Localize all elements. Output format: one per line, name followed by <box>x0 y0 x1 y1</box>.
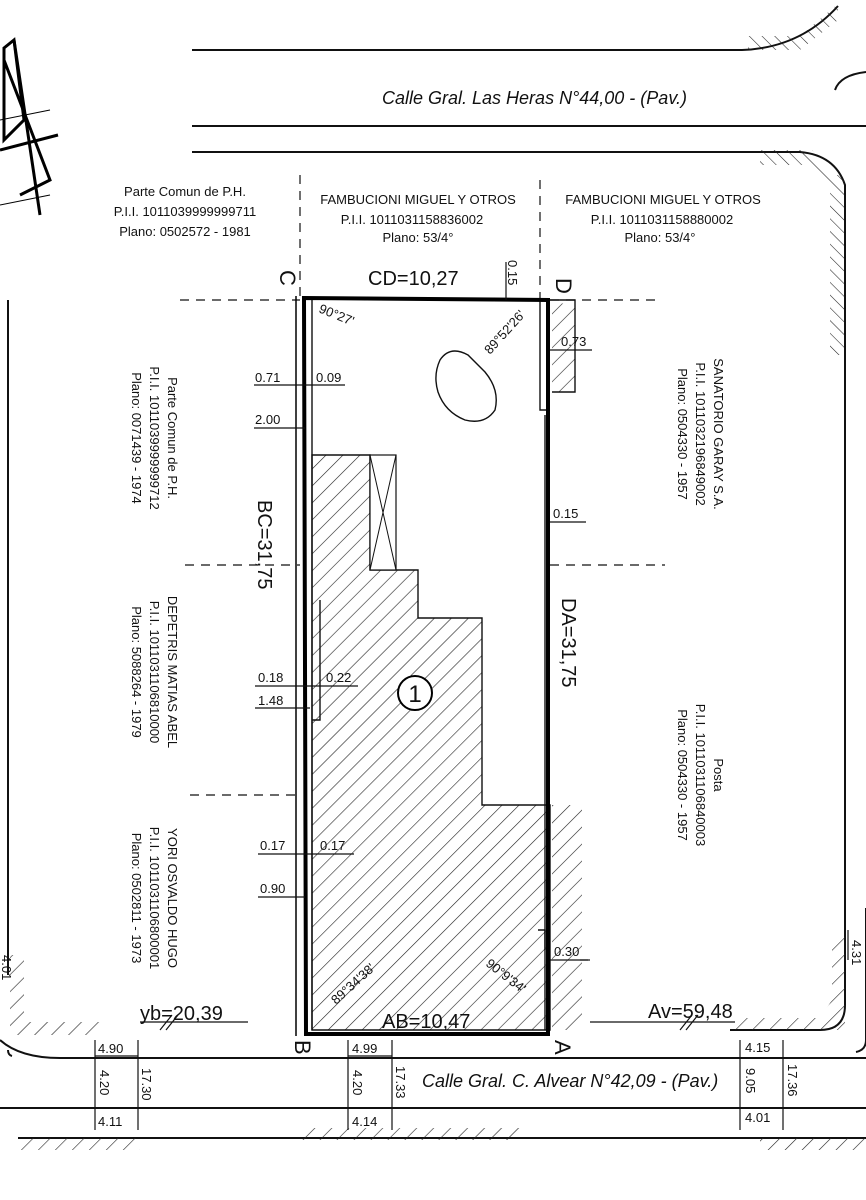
svg-text:SANATORIO GARAY S.A.: SANATORIO GARAY S.A. <box>711 358 726 509</box>
offset-018: 0.18 <box>258 670 283 685</box>
side-bc: BC=31,75 <box>253 500 275 590</box>
offset-d-right: 0.73 <box>561 334 586 349</box>
owner-west-1: Parte Comun de P.H. P.I.I. 1011039999999… <box>129 366 180 509</box>
svg-text:P.I.I. 1011032196849002: P.I.I. 1011032196849002 <box>693 362 708 505</box>
sw-r-905: 9.05 <box>743 1068 758 1093</box>
vertex-d: D <box>551 278 576 294</box>
svg-text:Posta: Posta <box>711 758 726 792</box>
curb-hatch-ne <box>748 4 844 355</box>
svg-text:Plano: 0504330 - 1957: Plano: 0504330 - 1957 <box>675 368 690 500</box>
owner-north-mid: FAMBUCIONI MIGUEL Y OTROS P.I.I. 1011031… <box>320 192 516 245</box>
offset-017b: 0.17 <box>320 838 345 853</box>
svg-text:Parte Comun de P.H.: Parte Comun de P.H. <box>124 184 246 199</box>
side-da: DA=31,75 <box>557 598 579 688</box>
svg-text:P.I.I. 1011031158836002: P.I.I. 1011031158836002 <box>341 212 483 227</box>
svg-text:Plano: 53/4°: Plano: 53/4° <box>625 230 696 245</box>
owner-west-2: DEPETRIS MATIAS ABEL P.I.I. 101103110681… <box>129 596 180 748</box>
vertex-a: A <box>550 1040 575 1055</box>
sw-m-414: 4.14 <box>352 1114 377 1129</box>
north-street-lines <box>192 5 866 905</box>
street-north-label: Calle Gral. Las Heras N°44,00 - (Pav.) <box>382 88 687 108</box>
angle-c: 90°27' <box>317 301 357 329</box>
offset-148: 1.48 <box>258 693 283 708</box>
sw-m-1733: 17.33 <box>393 1066 408 1099</box>
offset-east-015: 0.15 <box>553 506 578 521</box>
svg-text:Plano: 53/4°: Plano: 53/4° <box>383 230 454 245</box>
svg-text:P.I.I. 1011031106810000: P.I.I. 1011031106810000 <box>147 601 162 743</box>
side-ab: AB=10,47 <box>382 1011 470 1033</box>
vertex-b: B <box>290 1040 315 1055</box>
svg-text:Plano: 5088264 - 1979: Plano: 5088264 - 1979 <box>129 606 144 738</box>
svg-text:P.I.I. 1011031106800001: P.I.I. 1011031106800001 <box>147 827 162 969</box>
offset-022: 0.22 <box>326 670 351 685</box>
owner-east-1: SANATORIO GARAY S.A. P.I.I. 101103219684… <box>675 358 726 509</box>
svg-text:P.I.I. 1011031106840003: P.I.I. 1011031106840003 <box>693 704 708 846</box>
north-arrow-icon <box>0 37 59 216</box>
sw-l-1730: 17.30 <box>139 1068 154 1101</box>
sw-edge-left: 4.01 <box>0 955 14 980</box>
owner-north-right: FAMBUCIONI MIGUEL Y OTROS P.I.I. 1011031… <box>565 192 761 245</box>
sw-l-411: 4.11 <box>98 1114 122 1129</box>
offset-009: 0.09 <box>316 370 341 385</box>
street-south-label: Calle Gral. C. Alvear N°42,09 - (Pav.) <box>422 1071 718 1091</box>
svg-text:Plano: 0502572 - 1981: Plano: 0502572 - 1981 <box>119 224 251 239</box>
lot-boundary <box>301 295 550 1036</box>
sw-r-1736: 17.36 <box>785 1064 800 1097</box>
sw-m-420: 4.20 <box>350 1070 365 1095</box>
built-area <box>311 454 551 1031</box>
offset-200: 2.00 <box>255 412 280 427</box>
tree-icon <box>435 350 497 422</box>
svg-text:FAMBUCIONI MIGUEL Y OTROS: FAMBUCIONI MIGUEL Y OTROS <box>320 192 516 207</box>
offset-071: 0.71 <box>255 370 280 385</box>
sw-r-401: 4.01 <box>745 1110 770 1125</box>
svg-text:P.I.I. 1011031158880002: P.I.I. 1011031158880002 <box>591 212 733 227</box>
offset-090: 0.90 <box>260 881 285 896</box>
west-block-lines <box>7 300 13 1057</box>
owner-east-2: Posta P.I.I. 1011031106840003 Plano: 050… <box>675 704 726 846</box>
svg-text:DEPETRIS MATIAS ABEL: DEPETRIS MATIAS ABEL <box>165 596 180 748</box>
offset-cd-top: 0.15 <box>505 260 520 285</box>
sw-l-490: 4.90 <box>98 1041 123 1056</box>
offset-east-030: 0.30 <box>554 944 579 959</box>
curb-hatch-south <box>10 935 866 1150</box>
svg-text:P.I.I. 1011039999999712: P.I.I. 1011039999999712 <box>147 366 162 509</box>
lot-number-badge: 1 <box>397 675 433 711</box>
offset-017a: 0.17 <box>260 838 285 853</box>
svg-text:FAMBUCIONI MIGUEL Y OTROS: FAMBUCIONI MIGUEL Y OTROS <box>565 192 761 207</box>
sw-m-499: 4.99 <box>352 1041 377 1056</box>
distance-yb: yb=20,39 <box>140 1003 223 1025</box>
distance-av: Av=59,48 <box>648 1001 733 1023</box>
svg-text:Parte Comun de P.H.: Parte Comun de P.H. <box>165 377 180 499</box>
angle-d: 89°52'26' <box>481 307 528 357</box>
svg-text:P.I.I. 1011039999999711: P.I.I. 1011039999999711 <box>114 204 256 219</box>
sw-r-415: 4.15 <box>745 1040 770 1055</box>
svg-text:Plano: 0502811 - 1973: Plano: 0502811 - 1973 <box>129 833 144 964</box>
svg-text:Plano: 0071439 - 1974: Plano: 0071439 - 1974 <box>129 372 144 504</box>
owner-north-left: Parte Comun de P.H. P.I.I. 1011039999999… <box>114 184 256 239</box>
vertex-c: C <box>275 270 300 286</box>
svg-text:1: 1 <box>408 681 421 708</box>
owner-west-3: YORI OSVALDO HUGO P.I.I. 101103110680000… <box>129 827 180 969</box>
svg-text:Plano: 0504330 - 1957: Plano: 0504330 - 1957 <box>675 709 690 841</box>
lot-1 <box>295 295 582 1036</box>
offset-leaders <box>140 262 735 1031</box>
sw-l-420: 4.20 <box>97 1070 112 1095</box>
side-cd: CD=10,27 <box>368 268 459 290</box>
svg-text:YORI OSVALDO HUGO: YORI OSVALDO HUGO <box>165 828 180 968</box>
street-width-grid <box>94 930 849 1130</box>
sw-edge-right: 4.31 <box>849 940 864 965</box>
